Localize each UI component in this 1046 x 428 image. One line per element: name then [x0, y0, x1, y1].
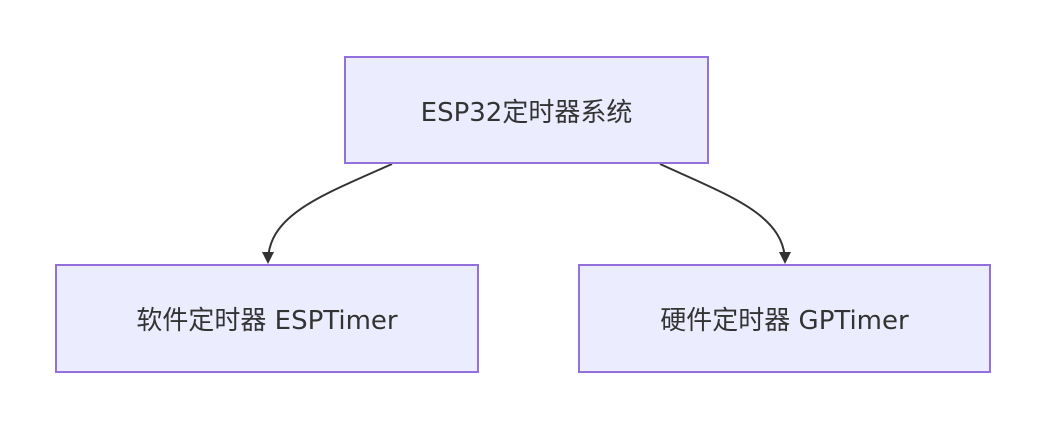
node-label: ESP32定时器系统 [420, 97, 633, 128]
edge-root-to-right [659, 163, 791, 264]
node-label: 硬件定时器 GPTimer [660, 306, 909, 336]
node-hardware-timer: 硬件定时器 GPTimer [578, 264, 991, 373]
node-label: 软件定时器 ESPTimer [136, 306, 398, 336]
node-software-timer: 软件定时器 ESPTimer [55, 264, 479, 373]
edge-root-to-left [262, 163, 393, 264]
node-esp32-timer-system: ESP32定时器系统 [344, 56, 709, 164]
